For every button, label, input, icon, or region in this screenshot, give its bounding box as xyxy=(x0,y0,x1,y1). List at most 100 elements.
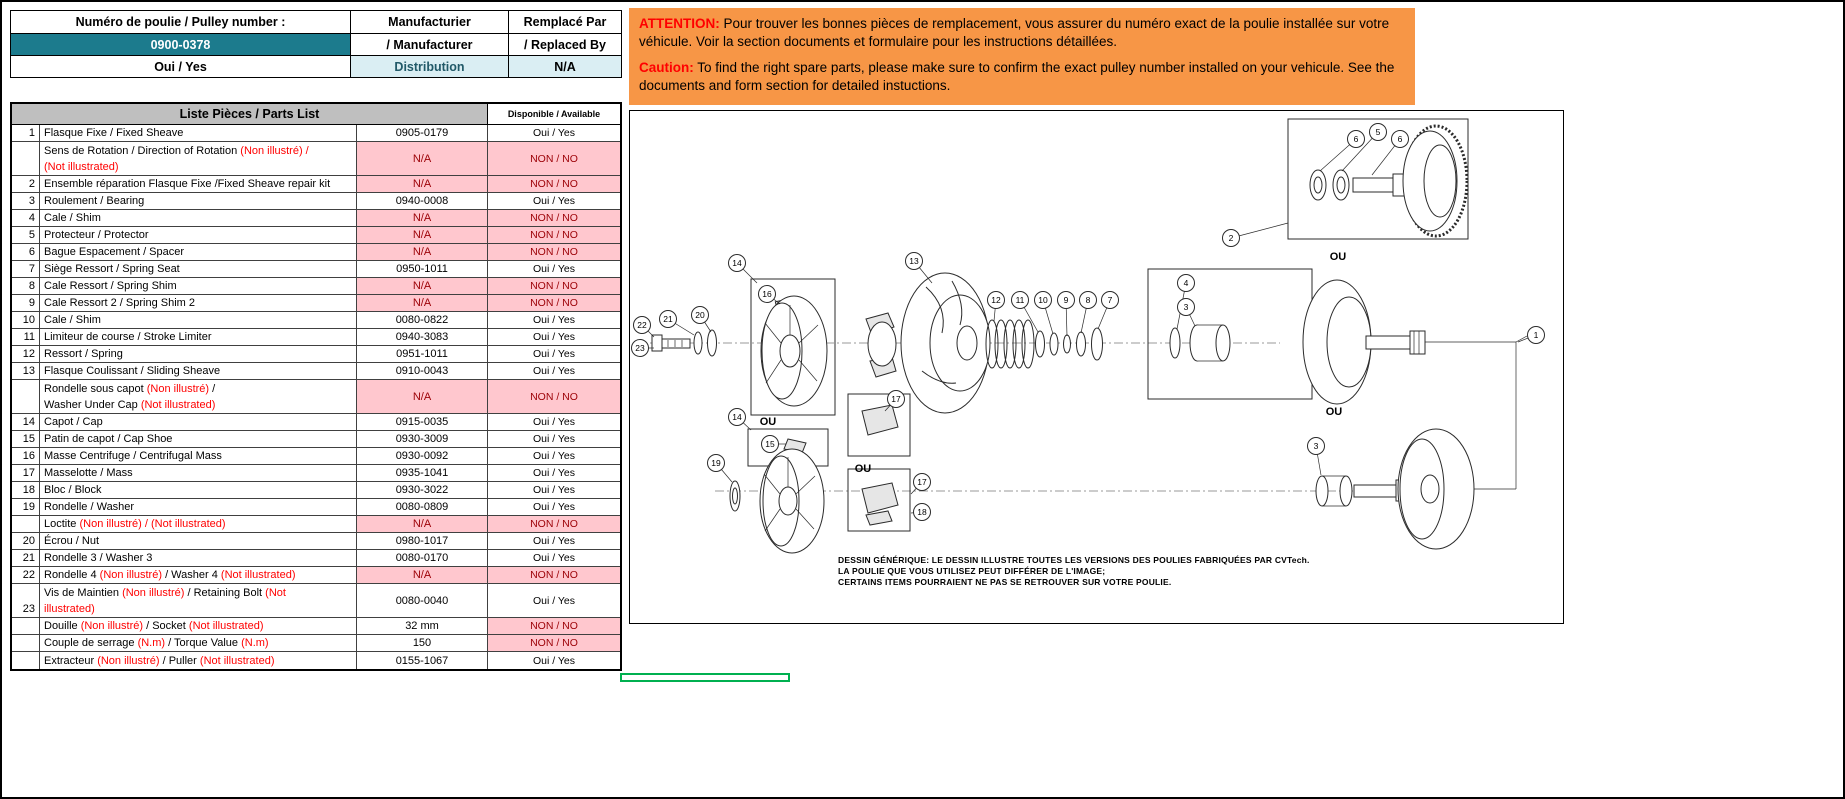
diagram-callout: 14 xyxy=(728,254,746,272)
part-name: Flasque Fixe / Fixed Sheave xyxy=(40,125,357,141)
table-row: Sens de Rotation / Direction of Rotation… xyxy=(12,142,620,176)
diagram-note-line: DESSIN GÉNÉRIQUE: LE DESSIN ILLUSTRE TOU… xyxy=(838,555,1310,565)
part-name: Flasque Coulissant / Sliding Sheave xyxy=(40,363,357,379)
part-row-number xyxy=(12,516,40,532)
diagram-callout: 16 xyxy=(758,285,776,303)
part-number: 32 mm xyxy=(357,618,488,634)
part-row-number: 2 xyxy=(12,176,40,192)
part-number: N/A xyxy=(357,227,488,243)
part-name: Masselotte / Mass xyxy=(40,465,357,481)
diagram-note-line: CERTAINS ITEMS POURRAIENT NE PAS SE RETR… xyxy=(838,577,1172,587)
manufacturer-header-en: / Manufacturer xyxy=(350,34,508,55)
callout-bracket xyxy=(1425,335,1528,490)
diagram-notes: DESSIN GÉNÉRIQUE: LE DESSIN ILLUSTRE TOU… xyxy=(838,555,1310,588)
svg-text:3: 3 xyxy=(1314,441,1319,451)
part-row-number xyxy=(12,618,40,634)
part-availability: Oui / Yes xyxy=(532,484,576,496)
spring-and-washers xyxy=(985,319,1103,369)
svg-text:21: 21 xyxy=(663,314,673,324)
available-column-header: Disponible / Available xyxy=(507,109,601,119)
ou-label: OU xyxy=(760,416,777,428)
part-name: Siège Ressort / Spring Seat xyxy=(40,261,357,277)
part-number: 0950-1011 xyxy=(357,261,488,277)
part-name: Ressort / Spring xyxy=(40,346,357,362)
part-number: 0980-1017 xyxy=(357,533,488,549)
part-number: 0155-1067 xyxy=(357,652,488,669)
svg-text:13: 13 xyxy=(909,256,919,266)
ou-label: OU xyxy=(1330,251,1347,263)
part-name: Patin de capot / Cap Shoe xyxy=(40,431,357,447)
diagram-callout: 8 xyxy=(1079,291,1097,309)
part-availability: NON / NO xyxy=(488,227,620,243)
part-availability: NON / NO xyxy=(488,176,620,192)
part-number: 0930-3009 xyxy=(357,431,488,447)
svg-text:9: 9 xyxy=(1064,295,1069,305)
part-number: 150 xyxy=(357,635,488,651)
pulley-header-table: Numéro de poulie / Pulley number : Manuf… xyxy=(10,10,622,78)
fixed-sheave-top xyxy=(1302,279,1426,405)
attention-text-en: Caution: To find the right spare parts, … xyxy=(639,59,1405,94)
part-availability: NON / NO xyxy=(488,567,620,583)
svg-text:17: 17 xyxy=(891,394,901,404)
svg-text:12: 12 xyxy=(991,295,1001,305)
pulley-available-value: Oui / Yes xyxy=(154,59,207,74)
attention-label-fr: ATTENTION: xyxy=(639,16,720,31)
replaced-by-header-fr: Remplacé Par xyxy=(508,11,621,33)
diagram-callout: 5 xyxy=(1369,123,1387,141)
replaced-by-value: N/A xyxy=(508,56,621,77)
part-number: 0930-3022 xyxy=(357,482,488,498)
part-number: 0915-0035 xyxy=(357,414,488,430)
part-row-number: 3 xyxy=(12,193,40,209)
parts-list-table: Liste Pièces / Parts List Disponible / A… xyxy=(10,102,622,671)
part-number: 0080-0040 xyxy=(357,584,488,617)
part-row-number: 8 xyxy=(12,278,40,294)
svg-text:8: 8 xyxy=(1086,295,1091,305)
part-row-number xyxy=(12,380,40,413)
part-row-number: 5 xyxy=(12,227,40,243)
part-number: N/A xyxy=(357,210,488,226)
part-row-number: 10 xyxy=(12,312,40,328)
part-row-number: 9 xyxy=(12,295,40,311)
part-name: Rondelle 3 / Washer 3 xyxy=(40,550,357,566)
part-row-number: 20 xyxy=(12,533,40,549)
part-number: N/A xyxy=(357,567,488,583)
mass-option-boxes xyxy=(847,393,911,532)
part-name: Loctite (Non illustré) / (Not illustrate… xyxy=(40,516,357,532)
part-number: 0905-0179 xyxy=(357,125,488,141)
svg-text:10: 10 xyxy=(1038,295,1048,305)
part-availability: Oui / Yes xyxy=(532,127,576,139)
part-availability: Oui / Yes xyxy=(532,365,576,377)
part-availability: Oui / Yes xyxy=(532,594,576,607)
part-name: Rondelle / Washer xyxy=(40,499,357,515)
part-availability: NON / NO xyxy=(488,295,620,311)
part-availability: NON / NO xyxy=(488,244,620,260)
part-number: 0951-1011 xyxy=(357,346,488,362)
diagram-callout: 1 xyxy=(1527,326,1545,344)
part-name: Bague Espacement / Spacer xyxy=(40,244,357,260)
diagram-callout: 21 xyxy=(659,310,677,328)
part-name: Capot / Cap xyxy=(40,414,357,430)
part-number: N/A xyxy=(357,380,488,413)
table-row: Douille (Non illustré) / Socket (Not ill… xyxy=(12,618,620,635)
part-number: 0930-0092 xyxy=(357,448,488,464)
bottom-fixed-sheave xyxy=(1315,428,1475,550)
svg-text:14: 14 xyxy=(732,412,742,422)
pulley-number-value: 0900-0378 xyxy=(11,34,350,55)
part-name: Couple de serrage (N.m) / Torque Value (… xyxy=(40,635,357,651)
part-name: Extracteur (Non illustré) / Puller (Not … xyxy=(40,652,357,669)
replaced-by-header-en: / Replaced By xyxy=(508,34,621,55)
part-availability: Oui / Yes xyxy=(532,433,576,445)
part-name: Rondelle 4 (Non illustré) / Washer 4 (No… xyxy=(40,567,357,583)
svg-text:14: 14 xyxy=(732,258,742,268)
part-availability: NON / NO xyxy=(488,618,620,634)
